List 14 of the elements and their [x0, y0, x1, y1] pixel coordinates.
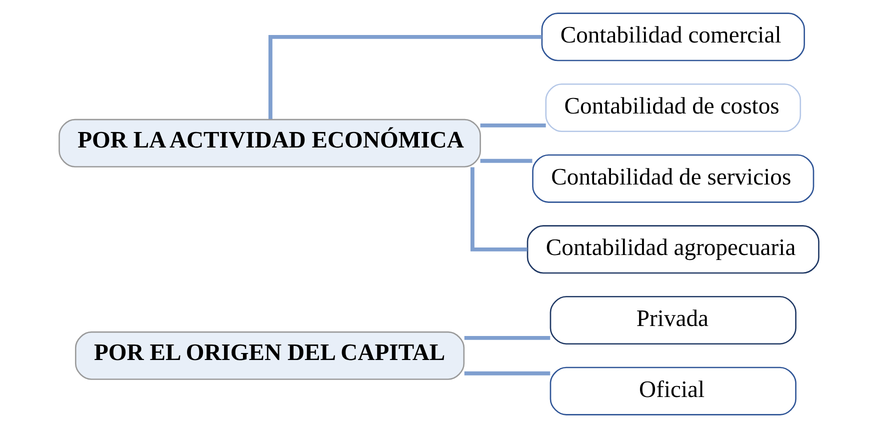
node-box: Contabilidad de servicios	[532, 154, 814, 203]
connector	[464, 336, 550, 340]
connector	[464, 371, 550, 376]
node-box: Contabilidad agropecuaria	[526, 225, 820, 274]
connector	[268, 34, 542, 120]
node-box: POR LA ACTIVIDAD ECONÓMICA	[58, 118, 481, 168]
node-box: POR EL ORIGEN DEL CAPITAL	[75, 331, 465, 380]
node-box: Contabilidad de costos	[545, 83, 802, 132]
node-box: Oficial	[550, 366, 796, 416]
connector	[470, 167, 528, 252]
connector	[480, 158, 532, 163]
connector	[480, 123, 546, 128]
node-box: Contabilidad comercial	[541, 12, 805, 62]
node-box: Privada	[550, 296, 796, 345]
